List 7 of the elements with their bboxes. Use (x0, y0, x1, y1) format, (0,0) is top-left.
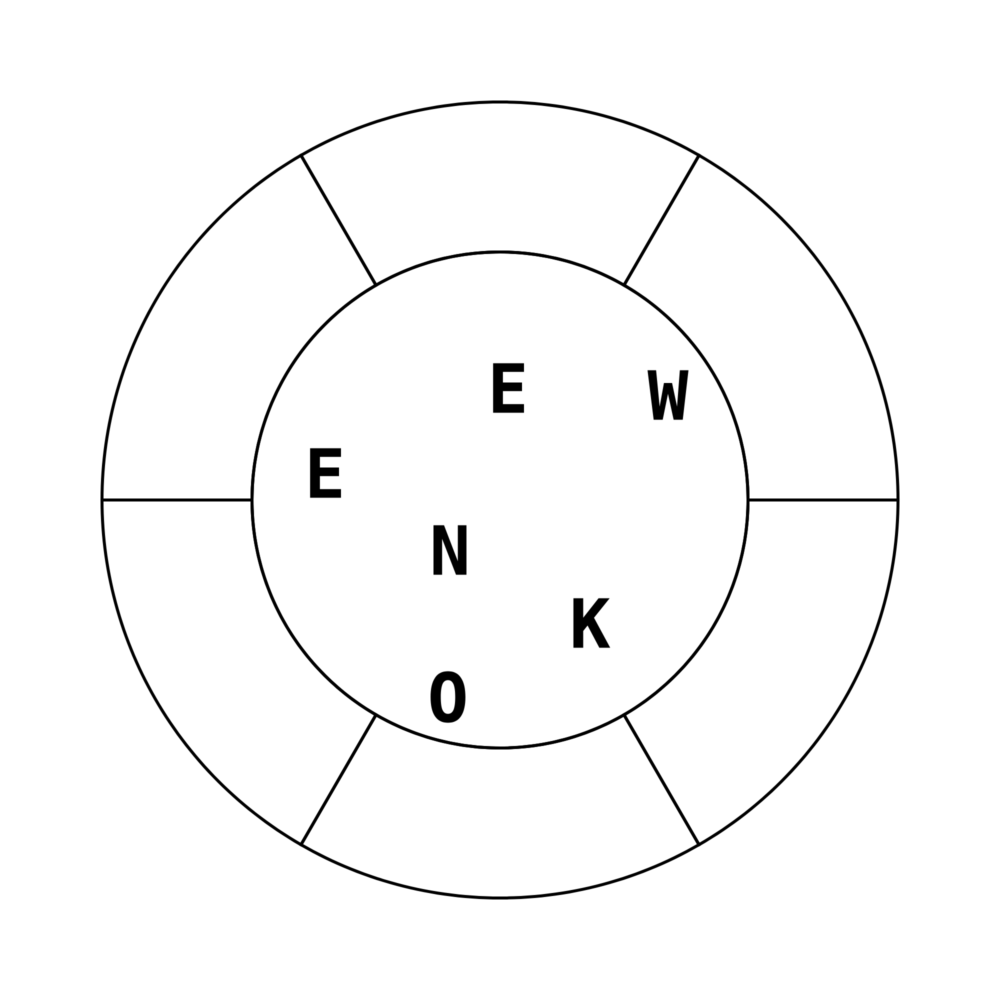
letter: K (573, 598, 610, 648)
letter: E (493, 363, 524, 413)
letter: E (310, 448, 341, 498)
letter: N (434, 525, 466, 575)
letter: W (648, 370, 688, 420)
letter: O (430, 671, 466, 723)
ring-segment (622, 153, 900, 502)
